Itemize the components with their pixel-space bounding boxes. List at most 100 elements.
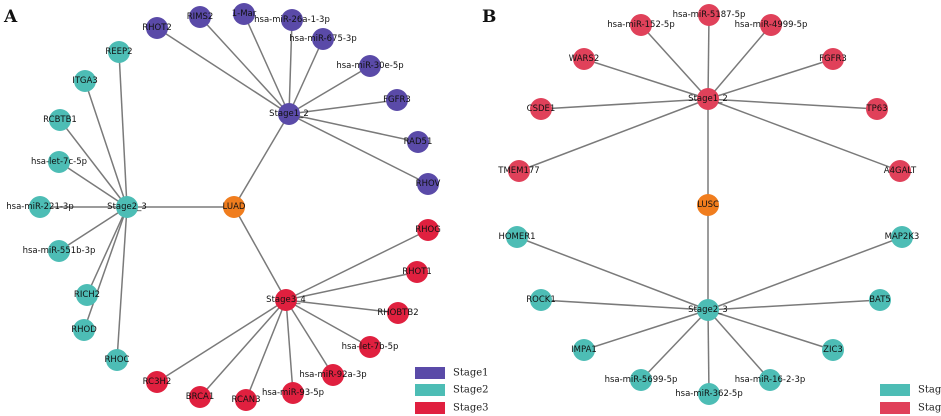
gene-hsa-mir-93-5p-node[interactable] bbox=[282, 382, 304, 404]
edge-s34a-brca1 bbox=[199, 299, 287, 398]
gene-rims2-label: RIMS2 bbox=[187, 12, 214, 22]
gene-hsa-mir-362-5p-node[interactable] bbox=[698, 383, 720, 405]
hub-stage1-2-1-node[interactable] bbox=[697, 88, 719, 110]
gene-homer1-node[interactable] bbox=[506, 226, 528, 248]
gene-impa1-node[interactable] bbox=[573, 339, 595, 361]
gene-zic3-node[interactable] bbox=[822, 339, 844, 361]
gene-hsa-mir-5187-5p-node[interactable] bbox=[698, 4, 720, 26]
edge-s23a-reep2 bbox=[118, 51, 128, 208]
edge-s12b-hsa-mir-5187-5p bbox=[707, 14, 710, 100]
gene-hsa-mir-16-2-3p-label: hsa-miR-16-2-3p bbox=[735, 375, 806, 385]
edge-s12a-rhov bbox=[288, 113, 429, 185]
edge-s23b-homer1 bbox=[516, 236, 709, 311]
gene-rc3h2-node[interactable] bbox=[146, 371, 168, 393]
gene-rhobtb2-label: RHOBTB2 bbox=[377, 308, 418, 318]
gene-a4galt-node[interactable] bbox=[889, 160, 911, 182]
gene-rcbtb1-node[interactable] bbox=[49, 109, 71, 131]
gene-hsa-mir-26a-1-3p-node[interactable] bbox=[281, 9, 303, 31]
gene-rims2-node[interactable] bbox=[189, 6, 211, 28]
center-luad-node[interactable] bbox=[223, 196, 245, 218]
gene-reep2-node[interactable] bbox=[108, 41, 130, 63]
gene-hsa-mir-5187-5p-label: hsa-miR-5187-5p bbox=[673, 10, 746, 20]
hub-stage2-3-1-node[interactable] bbox=[697, 299, 719, 321]
gene-hsa-let-7b-5p-label: hsa-let-7b-5p bbox=[342, 342, 399, 352]
gene-rhov-node[interactable] bbox=[417, 173, 439, 195]
hub-stage1-2-0-node[interactable] bbox=[278, 103, 300, 125]
edge-s12b-hsa-mir-4999-5p bbox=[707, 24, 772, 100]
gene-hsa-mir-4999-5p-node[interactable] bbox=[760, 14, 782, 36]
gene-rcan3-label: RCAN3 bbox=[232, 395, 261, 405]
hub-stage2-3-0-node[interactable] bbox=[116, 196, 138, 218]
edge-s34a-rhot1 bbox=[285, 271, 418, 301]
gene-rhoc-node[interactable] bbox=[106, 349, 128, 371]
gene-hsa-let-7b-5p-node[interactable] bbox=[359, 336, 381, 358]
legend-swatch-stage1 bbox=[880, 384, 910, 396]
gene-rhot1-node[interactable] bbox=[406, 261, 428, 283]
edge-s23b-zic3 bbox=[707, 309, 834, 351]
legend-label-stage2: Stage2 bbox=[918, 403, 941, 414]
gene-tp63-node[interactable] bbox=[866, 98, 888, 120]
gene-fgfr3-label: FGFR3 bbox=[383, 95, 411, 105]
gene-hsa-mir-16-2-3p-node[interactable] bbox=[759, 369, 781, 391]
gene-rock1-node[interactable] bbox=[530, 289, 552, 311]
gene-rhobtb2-node[interactable] bbox=[387, 302, 409, 324]
gene-fgfr3-node[interactable] bbox=[386, 89, 408, 111]
gene-hsa-mir-362-5p-label: hsa-miR-362-5p bbox=[675, 389, 742, 399]
gene-hsa-mir-675-3p-node[interactable] bbox=[312, 28, 334, 50]
hub-stage3-4-0-node[interactable] bbox=[275, 289, 297, 311]
gene-csde1-label: CSDE1 bbox=[527, 104, 556, 114]
gene-hsa-mir-221-3p-node[interactable] bbox=[29, 196, 51, 218]
gene-hsa-mir-30e-5p-label: hsa-miR-30e-5p bbox=[336, 61, 403, 71]
gene-tmem177-node[interactable] bbox=[508, 160, 530, 182]
gene-rich2-label: RICH2 bbox=[74, 290, 100, 300]
gene-hsa-let-7c-5p-label: hsa-let-7c-5p bbox=[31, 157, 87, 167]
gene-hsa-mir-30e-5p-node[interactable] bbox=[359, 55, 381, 77]
gene-fgfr3-node[interactable] bbox=[822, 48, 844, 70]
edges bbox=[40, 13, 903, 401]
edge-s12a-rims2 bbox=[199, 16, 290, 115]
gene-rcbtb1-label: RCBTB1 bbox=[43, 115, 77, 125]
panel-letter-b: B bbox=[482, 7, 496, 27]
gene-rhod-node[interactable] bbox=[73, 319, 95, 341]
gene-rhod-label: RHOD bbox=[71, 325, 97, 335]
gene-impa1-label: IMPA1 bbox=[571, 345, 597, 355]
gene-zic3-label: ZIC3 bbox=[823, 345, 843, 355]
gene-itga3-label: ITGA3 bbox=[72, 76, 98, 86]
gene-map2k3-node[interactable] bbox=[891, 226, 913, 248]
gene-rhog-node[interactable] bbox=[417, 219, 439, 241]
edge-s34a-rhobtb2 bbox=[285, 299, 399, 314]
legend-label-stage1: Stage1 bbox=[918, 385, 941, 396]
edge-s23b-hsa-mir-16-2-3p bbox=[707, 309, 771, 381]
gene-rc3h2-label: RC3H2 bbox=[143, 377, 172, 387]
gene-rad51-node[interactable] bbox=[407, 131, 429, 153]
gene-wars2-node[interactable] bbox=[573, 48, 595, 70]
gene-hsa-mir-152-5p-node[interactable] bbox=[630, 14, 652, 36]
gene-1-mar-node[interactable] bbox=[233, 3, 255, 25]
edge-s34a-hsa-let-7b-5p bbox=[285, 299, 371, 348]
gene-fgfr3-label: FGFR3 bbox=[819, 54, 847, 64]
gene-itga3-node[interactable] bbox=[74, 70, 96, 92]
center-lusc-node[interactable] bbox=[697, 194, 719, 216]
edge-s23b-map2k3 bbox=[707, 236, 903, 311]
edge-s34a-hsa-mir-93-5p bbox=[285, 299, 294, 394]
gene-hsa-mir-92a-3p-node[interactable] bbox=[322, 364, 344, 386]
gene-csde1-node[interactable] bbox=[530, 98, 552, 120]
gene-rcan3-node[interactable] bbox=[235, 389, 257, 411]
gene-hsa-let-7c-5p-node[interactable] bbox=[48, 151, 70, 173]
gene-rhot2-node[interactable] bbox=[146, 17, 168, 39]
gene-bat5-node[interactable] bbox=[869, 289, 891, 311]
gene-tp63-label: TP63 bbox=[865, 104, 887, 114]
gene-hsa-mir-551b-3p-node[interactable] bbox=[48, 240, 70, 262]
gene-reep2-label: REEP2 bbox=[105, 47, 132, 57]
legend-label-stage3: Stage3 bbox=[453, 403, 489, 414]
gene-brca1-node[interactable] bbox=[189, 386, 211, 408]
gene-hsa-mir-5699-5p-node[interactable] bbox=[630, 369, 652, 391]
gene-bat5-label: BAT5 bbox=[869, 295, 891, 305]
edge-s23b-bat5 bbox=[707, 299, 881, 311]
gene-rich2-node[interactable] bbox=[76, 284, 98, 306]
edge-s23a-itga3 bbox=[84, 80, 128, 208]
